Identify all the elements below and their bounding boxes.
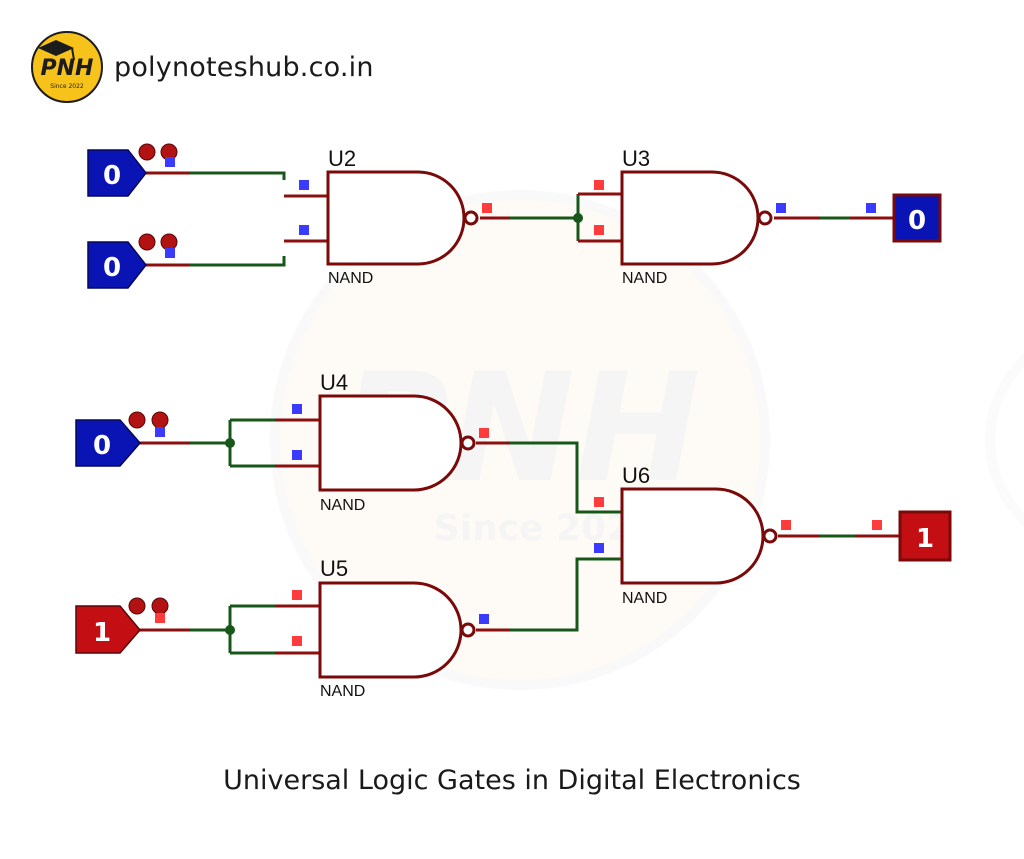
- nand-gate-u5[interactable]: U5 NAND: [318, 556, 476, 700]
- watermark-subtext: Since 2022: [434, 508, 656, 549]
- gate-ref-label: U3: [622, 146, 650, 171]
- toggle-button-icon[interactable]: [151, 597, 169, 615]
- toggle-button-icon[interactable]: [151, 411, 169, 429]
- logo-subtext: Since 2022: [50, 83, 84, 90]
- toggle-button-icon[interactable]: [138, 143, 156, 161]
- nand-gate-u3[interactable]: U3 NAND: [620, 146, 773, 287]
- header: PNH Since 2022 polynoteshub.co.in: [30, 30, 374, 104]
- junction-dot: [573, 213, 583, 223]
- gate-ref-label: U6: [622, 463, 650, 488]
- nand-gate-u4[interactable]: U4 NAND: [318, 370, 476, 514]
- toggle-button-icon[interactable]: [128, 597, 146, 615]
- input-value: 0: [93, 431, 111, 461]
- pnh-logo: PNH Since 2022: [31, 31, 103, 103]
- logic-input-3[interactable]: 0: [75, 411, 169, 467]
- gate-ref-label: U5: [320, 556, 348, 581]
- input-value: 1: [93, 618, 111, 648]
- graduation-cap-icon: [38, 40, 74, 56]
- toggle-button-icon[interactable]: [160, 233, 178, 251]
- output-value: 0: [908, 206, 926, 236]
- output-value: 1: [916, 524, 934, 554]
- wires-section-1: [140, 171, 894, 267]
- toggle-button-icon[interactable]: [138, 233, 156, 251]
- gate-type-label: NAND: [622, 590, 667, 607]
- gate-type-label: NAND: [328, 270, 373, 287]
- nand-gate-u6[interactable]: U6 NAND: [620, 463, 778, 607]
- logic-input-2[interactable]: 0: [87, 233, 178, 289]
- logo-text: PNH: [41, 56, 94, 81]
- logic-output-1: 0: [892, 193, 942, 243]
- caption: Universal Logic Gates in Digital Electro…: [223, 765, 801, 796]
- gate-ref-label: U4: [320, 370, 348, 395]
- input-value: 0: [103, 253, 121, 283]
- logic-output-2: 1: [898, 510, 952, 562]
- toggle-button-icon[interactable]: [128, 411, 146, 429]
- gate-type-label: NAND: [320, 497, 365, 514]
- site-url[interactable]: polynoteshub.co.in: [114, 51, 374, 83]
- input-value: 0: [103, 161, 121, 191]
- nand-gate-u2[interactable]: U2 NAND: [326, 146, 479, 287]
- gate-type-label: NAND: [622, 270, 667, 287]
- logic-input-4[interactable]: 1: [75, 597, 169, 654]
- gate-ref-label: U2: [328, 146, 356, 171]
- junction-dot: [225, 625, 235, 635]
- pin-state-markers: [155, 157, 882, 646]
- junction-dot: [225, 438, 235, 448]
- gate-type-label: NAND: [320, 683, 365, 700]
- logic-input-1[interactable]: 0: [87, 143, 178, 197]
